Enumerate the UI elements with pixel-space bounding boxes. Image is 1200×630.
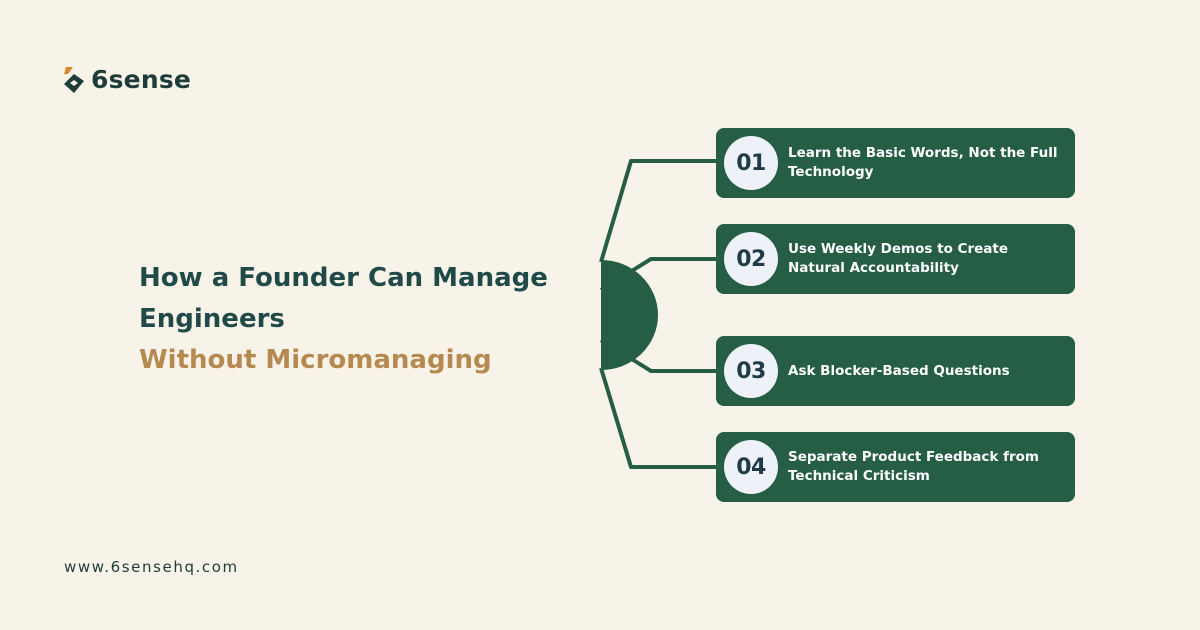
step-card-4: 04 Separate Product Feedback from Techni… <box>716 432 1075 502</box>
connector-line-4 <box>599 367 718 469</box>
connector-hub <box>601 260 658 370</box>
step-text: Ask Blocker-Based Questions <box>788 362 1010 379</box>
brand-name: 6sense <box>91 64 192 94</box>
step-number-badge: 02 <box>724 232 778 286</box>
step-text: Separate Product Feedback from Technical… <box>788 449 1039 484</box>
headline: How a Founder Can Manage Engineers Witho… <box>139 258 559 381</box>
step-card-1: 01 Learn the Basic Words, Not the Full T… <box>716 128 1075 198</box>
headline-line-1: How a Founder Can Manage <box>139 263 548 293</box>
step-card-3: 03 Ask Blocker-Based Questions <box>716 336 1075 406</box>
step-number-badge: 01 <box>724 136 778 190</box>
6sense-logo-icon <box>64 67 84 93</box>
website-link[interactable]: www.6sensehq.com <box>64 558 239 576</box>
step-card-2: 02 Use Weekly Demos to Create Natural Ac… <box>716 224 1075 294</box>
step-text: Learn the Basic Words, Not the Full Tech… <box>788 145 1058 180</box>
step-number-badge: 03 <box>724 344 778 398</box>
brand-logo[interactable]: 6sense <box>64 64 191 94</box>
headline-line-3: Without Micromanaging <box>139 345 492 375</box>
headline-line-2: Engineers <box>139 304 285 334</box>
step-number-badge: 04 <box>724 440 778 494</box>
step-text: Use Weekly Demos to Create Natural Accou… <box>788 241 1008 276</box>
connector-line-1 <box>599 159 718 263</box>
